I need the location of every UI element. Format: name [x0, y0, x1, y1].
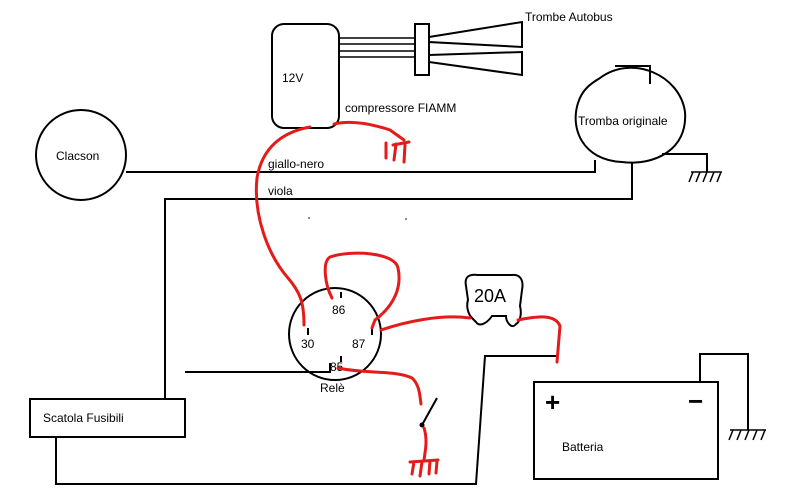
fuse-body: [464, 273, 524, 328]
ground-icon: [688, 171, 722, 183]
tromba-top-lead: [615, 65, 651, 84]
wire-red-compressor-ground: [332, 120, 406, 142]
black-wires: [55, 153, 749, 485]
battery-plus: +: [545, 387, 560, 417]
scatola-fusibili: Scatola Fusibili: [29, 398, 186, 438]
relay-label: Relè: [320, 381, 345, 395]
relay-pin-85: 85: [330, 360, 344, 374]
wire-red-switch-ground: [422, 426, 428, 462]
wire-battery-ground: [699, 353, 749, 430]
wire-red-fuse-battery: [516, 315, 562, 364]
wire-fusebox-relay: [185, 363, 331, 373]
wire-tromba-ground: [662, 153, 708, 172]
relay-body: [288, 287, 382, 381]
clacson-label: Clacson: [56, 149, 99, 163]
trombe-label: Trombe Autobus: [525, 10, 613, 24]
relay-pin-87: 87: [352, 337, 366, 351]
battery-minus: −: [688, 386, 703, 416]
wire-viola-label: viola: [268, 184, 293, 198]
horn-manifold: [414, 23, 430, 76]
relay-pin-30: 30: [301, 337, 315, 351]
compressor-label: compressore FIAMM: [345, 101, 456, 115]
trombe-autobus: Trombe Autobus: [414, 10, 613, 77]
tromba-body: [574, 66, 687, 164]
battery-body: [533, 381, 719, 480]
tromba-label: Tromba originale: [578, 114, 668, 128]
battery-icon: + − Batteria: [533, 381, 719, 480]
horn-icon: [428, 50, 523, 77]
battery-label: Batteria: [562, 440, 604, 454]
relay-icon: 86 30 87 85 Relè: [288, 287, 382, 395]
wire-fusebox-battery: [55, 355, 556, 485]
relay-pin-86: 86: [332, 303, 346, 317]
compressor-voltage: 12V: [282, 71, 303, 85]
fusebox-body: [29, 398, 186, 438]
fuse-icon: 20A: [464, 273, 524, 328]
clacson: Clacson: [35, 109, 127, 201]
fuse-label: 20A: [474, 286, 506, 306]
red-wires: [254, 120, 562, 478]
wire-red-relay-fuse: [379, 315, 472, 332]
horn-icon: [428, 20, 523, 49]
clacson-body: [35, 109, 127, 201]
wire-viola: [164, 162, 633, 400]
wire-red-relay-loop: [323, 251, 401, 330]
wire-red-relay-switch: [336, 366, 423, 406]
wire-giallo-nero: [126, 160, 596, 173]
wire-red-compressor-relay: [254, 125, 312, 327]
switch-icon: [419, 397, 438, 428]
ground-icon: [728, 429, 766, 441]
fusebox-label: Scatola Fusibili: [43, 411, 124, 425]
wire-giallo-nero-label: giallo-nero: [268, 157, 324, 171]
tromba-originale: Tromba originale: [574, 65, 687, 164]
